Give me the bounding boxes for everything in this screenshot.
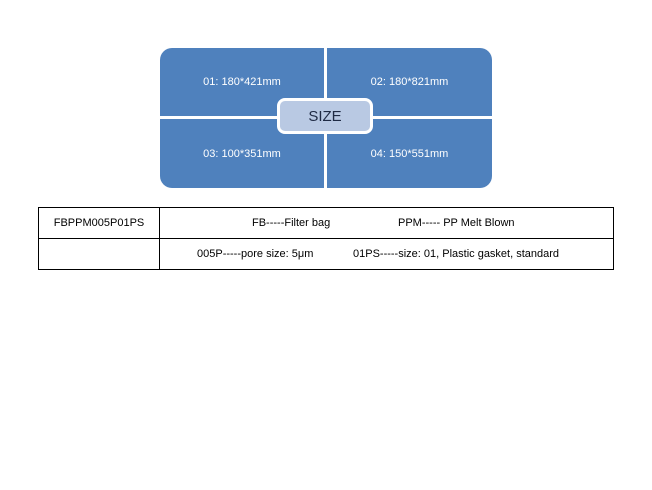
code-segment-01ps: 01PS-----size: 01, Plastic gasket, stand… bbox=[353, 248, 560, 260]
size-quadrant-label: 03: 100*351mm bbox=[203, 147, 281, 160]
table-row: FBPPM005P01PS FB-----Filter bag PPM-----… bbox=[38, 207, 614, 239]
size-center-label: SIZE bbox=[277, 98, 373, 134]
size-quadrant-04: 04: 150*551mm bbox=[327, 119, 492, 188]
code-segment-005p: 005P-----pore size: 5μm bbox=[197, 248, 314, 260]
size-quadrant-01: 01: 180*421mm bbox=[160, 48, 324, 116]
size-quadrant-label: 01: 180*421mm bbox=[203, 76, 281, 88]
size-quadrant-label: 04: 150*551mm bbox=[370, 147, 449, 160]
product-code-table: FBPPM005P01PS FB-----Filter bag PPM-----… bbox=[38, 207, 614, 270]
size-quadrant-label: 02: 180*821mm bbox=[370, 76, 449, 88]
code-segment-ppm: PPM----- PP Melt Blown bbox=[398, 217, 515, 229]
code-segment-fb: FB-----Filter bag bbox=[252, 217, 331, 229]
code-description-cell: FB-----Filter bag PPM----- PP Melt Blown bbox=[159, 207, 614, 239]
product-code-cell: FBPPM005P01PS bbox=[38, 207, 160, 239]
empty-code-cell bbox=[38, 238, 160, 270]
size-quadrant-03: 03: 100*351mm bbox=[160, 119, 324, 188]
code-description-cell: 005P-----pore size: 5μm 01PS-----size: 0… bbox=[159, 238, 614, 270]
size-graphic: 01: 180*421mm 02: 180*821mm 03: 100*351m… bbox=[160, 48, 492, 188]
table-row: 005P-----pore size: 5μm 01PS-----size: 0… bbox=[38, 238, 614, 270]
